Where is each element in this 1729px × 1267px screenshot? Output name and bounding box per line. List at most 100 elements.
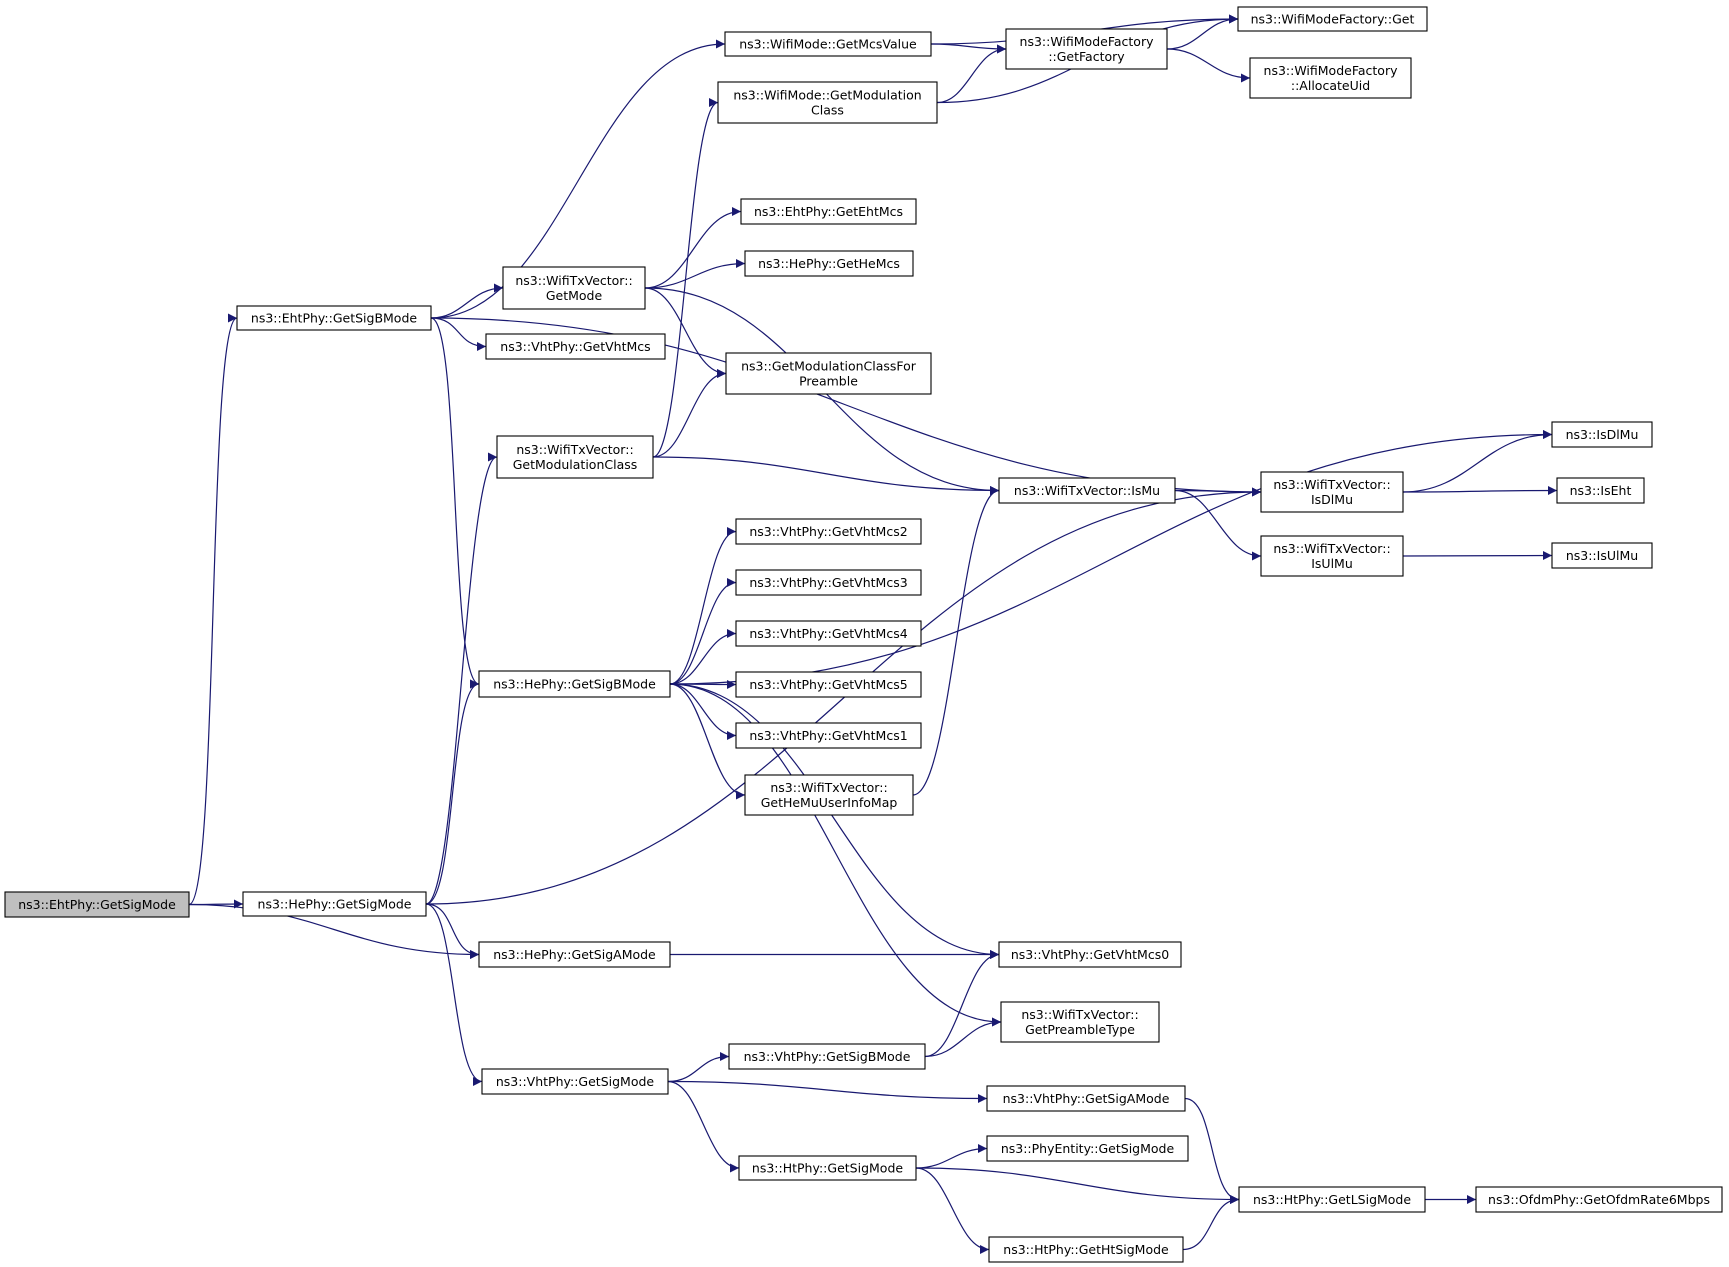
edge-ehtSigB-to-getVhtMcs [430,317,487,351]
node-box [735,569,922,596]
edge-txIsUlMu-to-isUlMu [1402,551,1553,561]
node-he-phy-get-sig-mode[interactable]: ns3::HePhy::GetSigMode [242,891,427,917]
node-vht-phy-get-vht-mcs[interactable]: ns3::VhtPhy::GetVhtMcs [485,333,666,360]
node-vht-phy-get-vht-mcs4[interactable]: ns3::VhtPhy::GetVhtMcs4 [735,620,922,647]
node-box [998,941,1182,968]
edge-heSigMode-to-heSigA [425,903,480,959]
node-wifi-tx-vector-get-modulation-class[interactable]: ns3::WifiTxVector::GetModulationClass [496,435,654,479]
edge-heSigB-to-vhtMcs3 [669,578,737,685]
node-box [4,891,190,918]
edge-htSigMode-to-htHtSigMode [915,1167,990,1254]
node-box [988,1236,1184,1263]
node-box [496,435,654,479]
node-label: ns3::WifiTxVector:: [1021,1007,1138,1022]
node-box [744,250,914,277]
node-ofdm-phy-get-ofdm-rate6-mbps[interactable]: ns3::OfdmPhy::GetOfdmRate6Mbps [1475,1186,1723,1213]
node-he-phy-get-he-mcs[interactable]: ns3::HePhy::GetHeMcs [744,250,914,277]
node-label: ns3::HePhy::GetSigAMode [493,947,656,962]
edge-factoryGetFactory-to-factoryAllocUid [1166,48,1251,83]
node-wifi-tx-vector-is-dl-mu[interactable]: ns3::WifiTxVector::IsDlMu [1260,471,1404,513]
node-label: ns3::VhtPhy::GetVhtMcs4 [749,626,907,641]
node-wifi-mode-get-mcs-value[interactable]: ns3::WifiMode::GetMcsValue [724,31,932,57]
node-label: ns3::WifiTxVector:: [516,442,633,457]
node-label: GetHeMuUserInfoMap [761,795,898,810]
node-label: ns3::IsDlMu [1566,427,1639,442]
node-ht-phy-get-sig-mode[interactable]: ns3::HtPhy::GetSigMode [738,1155,917,1181]
node-vht-phy-get-vht-mcs2[interactable]: ns3::VhtPhy::GetVhtMcs2 [735,518,922,545]
node-label: ns3::VhtPhy::GetVhtMcs0 [1011,947,1169,962]
node-label: ns3::WifiMode::GetMcsValue [739,37,917,52]
edge-txGetModClass-to-txIsMu [652,456,1000,495]
node-wifi-tx-vector-is-ul-mu[interactable]: ns3::WifiTxVector::IsUlMu [1260,535,1404,577]
node-wifi-mode-factory-get-factory[interactable]: ns3::WifiModeFactory::GetFactory [1005,28,1168,70]
node-is-ul-mu[interactable]: ns3::IsUlMu [1551,542,1653,569]
edge-htHtSigMode-to-htLSigMode [1182,1195,1240,1251]
node-label: ns3::VhtPhy::GetVhtMcs1 [749,728,907,743]
node-vht-phy-get-vht-mcs0[interactable]: ns3::VhtPhy::GetVhtMcs0 [998,941,1182,968]
edge-txIsDlMu-to-isEht [1402,486,1558,496]
node-is-eht[interactable]: ns3::IsEht [1556,477,1645,504]
node-label: ns3::WifiModeFactory [1264,63,1399,78]
node-vht-phy-get-sig-mode[interactable]: ns3::VhtPhy::GetSigMode [481,1068,669,1095]
node-vht-phy-get-vht-mcs1[interactable]: ns3::VhtPhy::GetVhtMcs1 [735,722,922,749]
node-wifi-tx-vector-is-mu[interactable]: ns3::WifiTxVector::IsMu [998,477,1176,504]
node-ht-phy-get-ht-sig-mode[interactable]: ns3::HtPhy::GetHtSigMode [988,1236,1184,1263]
node-eht-phy-get-eht-mcs[interactable]: ns3::EhtPhy::GetEhtMcs [740,198,917,225]
edge-ehtSigB-to-heSigB [430,317,480,689]
node-box [1556,477,1645,504]
edge-vhtSigB-to-txPreambleType [924,1017,1002,1058]
node-he-phy-get-sig-amode[interactable]: ns3::HePhy::GetSigAMode [478,941,671,968]
node-label: ns3::WifiTxVector:: [1273,541,1390,556]
edge-heSigB-to-vhtMcs1 [669,683,737,740]
node-label: ns3::IsUlMu [1566,548,1638,563]
node-box [735,722,922,749]
edge-ehtSigB-to-txGetMode [430,283,504,319]
edge-heSigB-to-vhtMcs0 [669,683,1000,959]
node-he-phy-get-sig-bmode[interactable]: ns3::HePhy::GetSigBMode [478,670,671,698]
node-box [986,1085,1186,1112]
node-vht-phy-get-vht-mcs5[interactable]: ns3::VhtPhy::GetVhtMcs5 [735,671,922,698]
node-label: IsUlMu [1311,556,1353,571]
node-label: ns3::WifiTxVector::IsMu [1014,483,1160,498]
node-wifi-mode-factory-allocate-uid[interactable]: ns3::WifiModeFactory::AllocateUid [1249,57,1412,99]
node-vht-phy-get-vht-mcs3[interactable]: ns3::VhtPhy::GetVhtMcs3 [735,569,922,596]
edge-vhtSigMode-to-htSigMode [667,1080,740,1173]
node-box [1260,535,1404,577]
node-label: ns3::WifiTxVector:: [770,780,887,795]
node-phy-entity-get-sig-mode[interactable]: ns3::PhyEntity::GetSigMode [986,1135,1189,1162]
node-label: ns3::OfdmPhy::GetOfdmRate6Mbps [1488,1192,1710,1207]
node-wifi-tx-vector-get-preamble-type[interactable]: ns3::WifiTxVector::GetPreambleType [1000,1001,1160,1043]
edge-txGetModClass-to-getModClassMode [652,98,719,458]
node-eht-phy-get-sig-mode[interactable]: ns3::EhtPhy::GetSigMode [4,891,190,918]
node-box [738,1155,917,1181]
edge-root-to-heSigA [188,903,480,959]
node-label: ::GetFactory [1048,49,1125,64]
node-wifi-tx-vector-get-he-mu-user-info-map[interactable]: ns3::WifiTxVector::GetHeMuUserInfoMap [744,774,914,816]
node-ht-phy-get-lsig-mode[interactable]: ns3::HtPhy::GetLSigMode [1238,1186,1426,1213]
node-box [744,774,914,816]
node-box [1237,6,1428,32]
edge-txGetMode-to-getEhtMcs [644,207,742,289]
node-wifi-mode-get-modulation-class[interactable]: ns3::WifiMode::GetModulationClass [717,81,938,124]
edge-txGetModClass-to-getModClassForPreamble [652,369,727,458]
edge-vhtSigMode-to-vhtSigB [667,1052,730,1083]
edge-txGetMode-to-getModClassForPreamble [644,287,727,378]
node-label: ns3::HtPhy::GetLSigMode [1253,1192,1411,1207]
node-label: GetMode [546,288,603,303]
node-label: ns3::HePhy::GetSigMode [258,897,412,912]
node-box [986,1135,1189,1162]
node-box [735,518,922,545]
edge-heSigMode-to-txIsDlMu [425,487,1262,905]
node-label: ns3::VhtPhy::GetVhtMcs5 [749,677,907,692]
node-vht-phy-get-sig-amode[interactable]: ns3::VhtPhy::GetSigAMode [986,1085,1186,1112]
node-wifi-mode-factory-get[interactable]: ns3::WifiModeFactory::Get [1237,6,1428,32]
node-eht-phy-get-sig-bmode[interactable]: ns3::EhtPhy::GetSigBMode [236,305,432,331]
node-vht-phy-get-sig-bmode[interactable]: ns3::VhtPhy::GetSigBMode [728,1043,926,1070]
node-label: ns3::HePhy::GetHeMcs [758,256,900,271]
edge-heSigMode-to-heSigB [425,679,480,905]
node-box [717,81,938,124]
node-label: ns3::WifiModeFactory::Get [1251,12,1415,27]
node-wifi-tx-vector-get-mode[interactable]: ns3::WifiTxVector::GetMode [502,266,646,310]
node-is-dl-mu[interactable]: ns3::IsDlMu [1551,421,1653,448]
